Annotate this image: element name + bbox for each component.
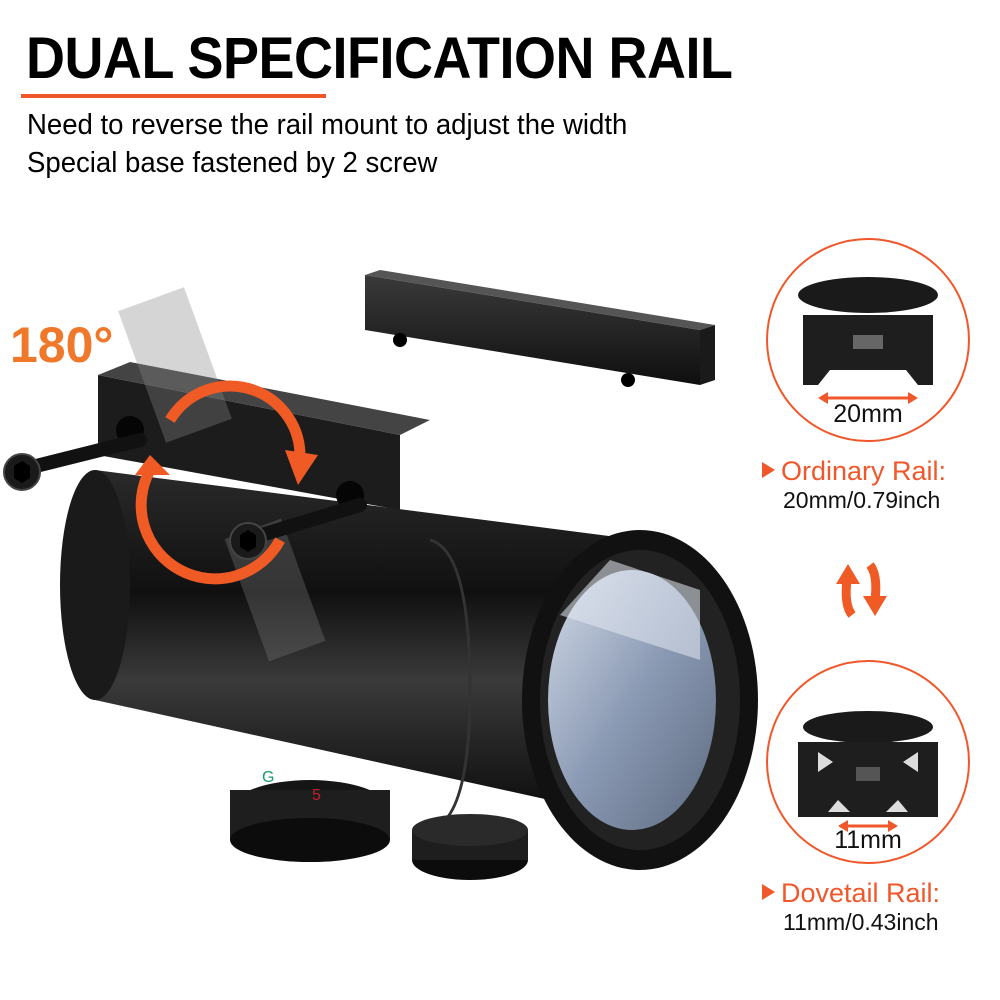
rotation-angle-label: 180° bbox=[10, 317, 114, 373]
swap-vertical-arrows-icon bbox=[836, 562, 887, 618]
ordinary-rail-width-label: 20mm bbox=[833, 400, 903, 428]
page-title: DUAL SPECIFICATION RAIL bbox=[26, 26, 733, 91]
dovetail-rail-spec: 11mm/0.43inch bbox=[783, 909, 939, 935]
rotate-arrows-icon bbox=[135, 380, 306, 585]
svg-text:G: G bbox=[262, 769, 274, 786]
dovetail-rail-detail: 11mm bbox=[766, 660, 970, 864]
svg-text:5: 5 bbox=[312, 787, 321, 804]
triangle-bullet-icon bbox=[762, 462, 775, 478]
ordinary-rail-detail: 20mm bbox=[766, 238, 970, 442]
ordinary-rail-spec: 20mm/0.79inch bbox=[783, 487, 941, 513]
red-dot-sight-illustration: G 5 bbox=[3, 270, 758, 880]
subtitle-line-2: Special base fastened by 2 screw bbox=[27, 147, 438, 179]
ordinary-rail-title: Ordinary Rail: bbox=[762, 456, 946, 486]
dovetail-rail-title: Dovetail Rail: bbox=[762, 878, 940, 908]
subtitle-line-1: Need to reverse the rail mount to adjust… bbox=[27, 109, 628, 141]
title-underline bbox=[21, 94, 326, 98]
dovetail-rail-width-label: 11mm bbox=[834, 826, 902, 854]
triangle-bullet-icon bbox=[762, 884, 775, 900]
